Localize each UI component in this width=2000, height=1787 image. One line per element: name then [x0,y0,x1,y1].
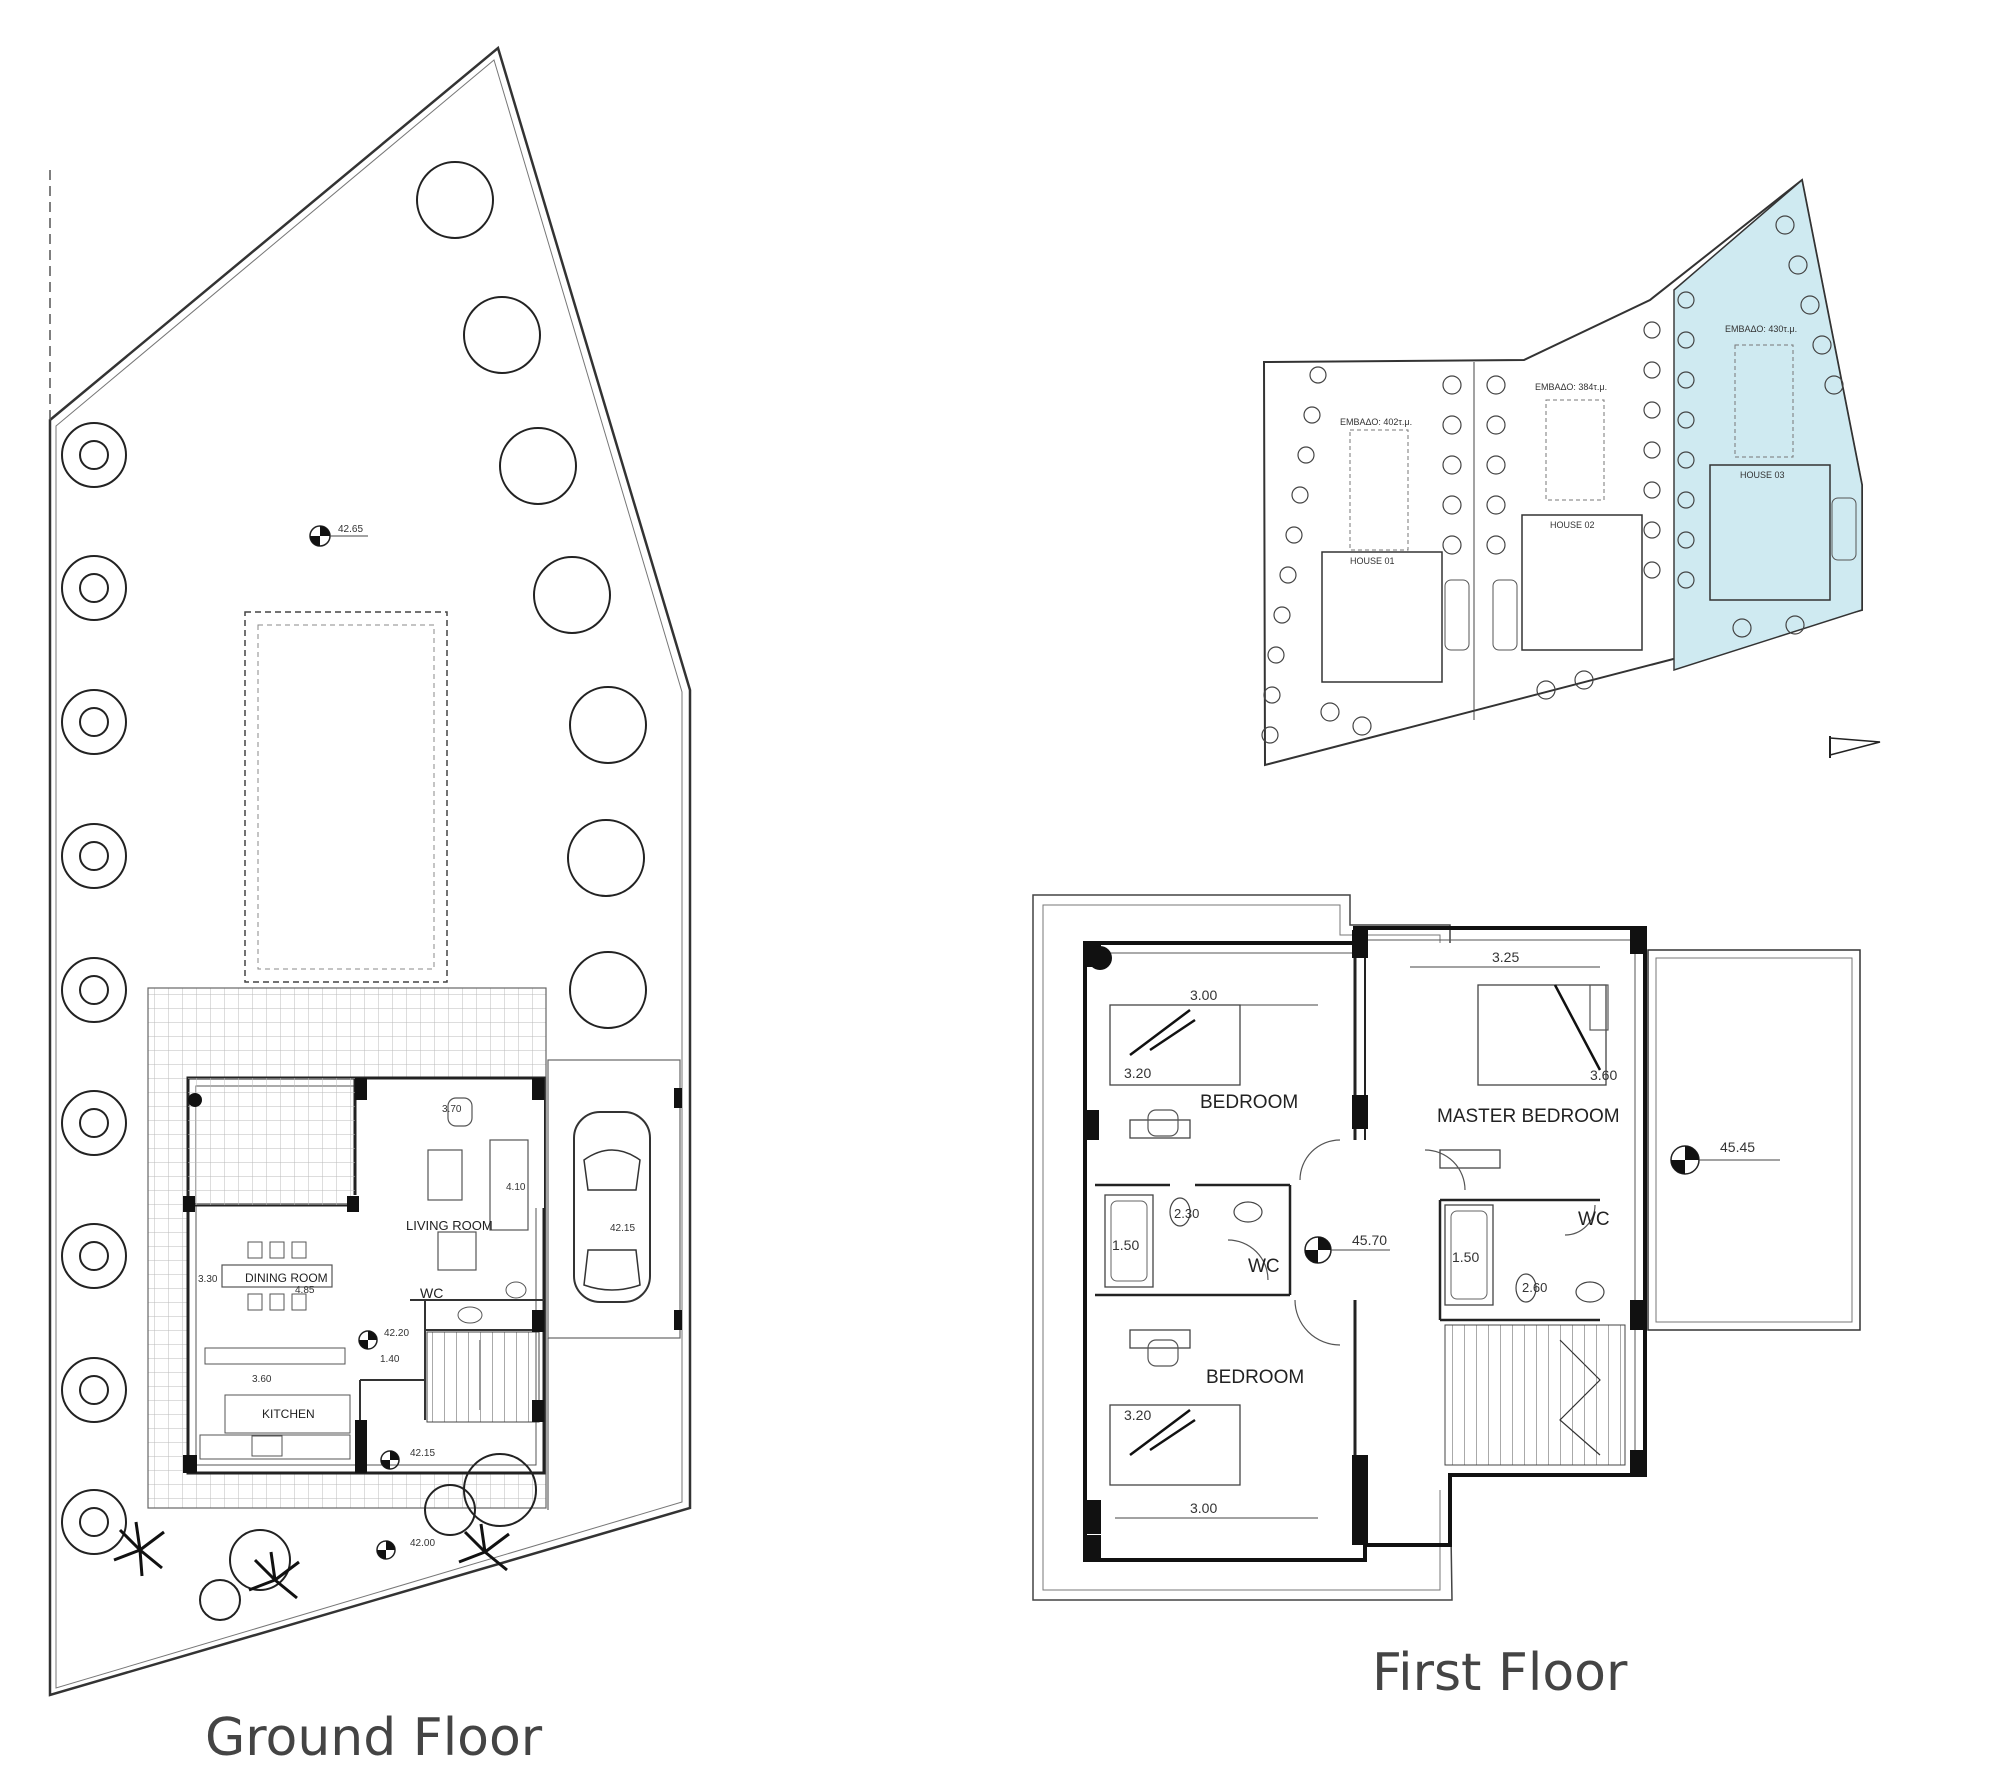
first-floor-plan: BEDROOM MASTER BEDROOM BEDROOM WC WC 45.… [1032,894,1861,1601]
dim-living-side: 4.10 [506,1182,526,1193]
dim-dining-width: 4.85 [295,1285,315,1296]
site-plan: ΕΜΒΑΔΟ: 402τ.μ. ΕΜΒΑΔΟ: 384τ.μ. ΕΜΒΑΔΟ: … [1261,178,1881,767]
site-area-3: ΕΜΒΑΔΟ: 430τ.μ. [1725,324,1797,334]
site-house-1: HOUSE 01 [1350,556,1395,566]
tree-cluster-bottom [199,1453,537,1621]
level-gate: 42.00 [410,1538,435,1549]
level-marker [309,525,368,547]
ground-floor-plan: LIVING ROOM DINING ROOM KITCHEN WC 42.65… [48,45,692,1697]
room-label-master-bedroom: MASTER BEDROOM [1437,1106,1620,1127]
level-entry: 42.15 [410,1448,435,1459]
dim-kitchen-width: 3.60 [252,1374,272,1385]
room-label-bedroom-1: BEDROOM [1200,1092,1298,1113]
level-marker [380,1450,400,1470]
dim-bed1-side: 3.20 [1124,1065,1151,1081]
level-marker [1304,1236,1390,1264]
tree-row-left [61,422,127,1555]
room-label-bedroom-2: BEDROOM [1206,1367,1304,1388]
dim-dining-side: 3.30 [198,1274,218,1285]
dim-bath1-w: 2.30 [1174,1206,1199,1221]
site-plot-3-highlight [1673,178,1863,672]
caption-ground-floor: Ground Floor [205,1708,543,1768]
palm-icons [113,1521,510,1600]
dim-bed2-side: 3.20 [1124,1407,1151,1423]
north-arrow-icon [1829,737,1881,756]
dim-master-width: 3.25 [1492,949,1519,965]
level-marker [376,1540,396,1560]
dim-bath2: 1.50 [1452,1249,1479,1265]
site-house-2: HOUSE 02 [1550,520,1595,530]
dim-bed2-width: 3.00 [1190,1500,1217,1516]
dim-master-side: 3.60 [1590,1067,1617,1083]
caption-first-floor: First Floor [1372,1643,1628,1703]
level-parking: 42.15 [610,1223,635,1234]
parking-bay [547,1059,681,1339]
tree-row-right [416,161,647,1029]
site-house-3: HOUSE 03 [1740,470,1785,480]
level-hall: 45.70 [1352,1232,1387,1248]
dim-living-top: 3.70 [442,1104,462,1115]
car-icon [573,1111,651,1303]
room-label-kitchen: KITCHEN [262,1407,315,1421]
terrace-first [1647,949,1861,1331]
site-area-2: ΕΜΒΑΔΟ: 384τ.μ. [1535,382,1607,392]
dim-bed1-width: 3.00 [1190,987,1217,1003]
dim-bath1: 1.50 [1112,1237,1139,1253]
stair-first [1444,1324,1626,1466]
site-area-1: ΕΜΒΑΔΟ: 402τ.μ. [1340,417,1412,427]
level-garden: 42.65 [338,524,363,535]
level-terrace: 45.45 [1720,1139,1755,1155]
room-label-dining: DINING ROOM [245,1271,328,1285]
level-marker [358,1330,378,1350]
room-label-wc-1: WC [1248,1256,1280,1277]
plot-boundary [48,45,692,1697]
dim-bath2-w: 2.60 [1522,1280,1547,1295]
room-label-wc: WC [420,1285,443,1301]
dim-stair: 1.40 [380,1354,400,1365]
level-interior: 42.20 [384,1328,409,1339]
pool [244,611,448,983]
room-label-wc-2: WC [1578,1209,1610,1230]
room-label-living: LIVING ROOM [406,1218,493,1233]
level-marker [1670,1145,1780,1175]
